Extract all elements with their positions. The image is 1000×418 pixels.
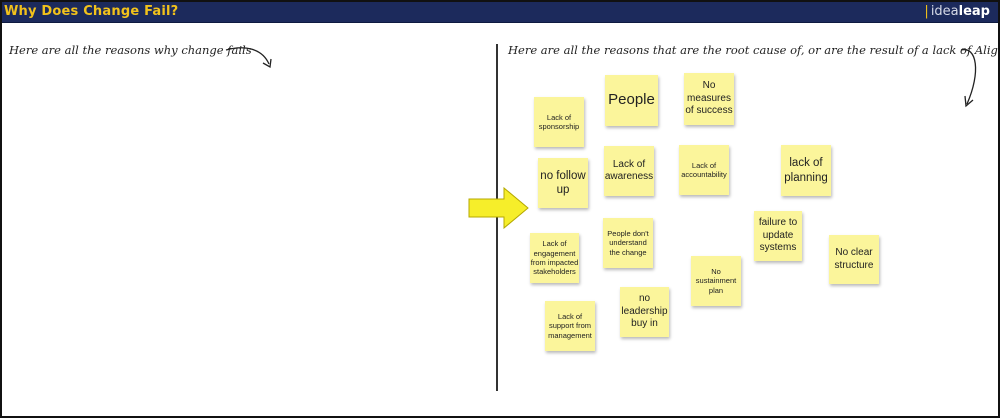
sticky-note[interactable]: failure to update systems bbox=[754, 211, 802, 261]
right-caption: Here are all the reasons that are the ro… bbox=[508, 43, 1000, 57]
sticky-note[interactable]: No measures of success bbox=[684, 73, 734, 125]
sticky-note[interactable]: People don't understand the change bbox=[603, 218, 653, 268]
sticky-note[interactable]: Lack of engagement from impacted stakeho… bbox=[530, 233, 579, 283]
sticky-note[interactable]: no follow up bbox=[538, 158, 588, 208]
curved-arrow-icon bbox=[225, 47, 272, 69]
sticky-note[interactable]: People bbox=[605, 75, 658, 126]
sticky-note[interactable]: lack of planning bbox=[781, 145, 831, 196]
sticky-note[interactable]: No clear structure bbox=[829, 235, 879, 284]
board-title: Why Does Change Fail? bbox=[4, 4, 179, 19]
left-caption: Here are all the reasons why change fail… bbox=[9, 43, 252, 57]
sticky-note[interactable]: No sustainment plan bbox=[691, 256, 741, 306]
arrow-right-icon bbox=[468, 187, 529, 229]
title-bar: Why Does Change Fail? |idealeap bbox=[2, 2, 998, 23]
sticky-note[interactable]: Lack of accountability bbox=[679, 145, 729, 195]
sticky-note[interactable]: Lack of awareness bbox=[604, 146, 654, 196]
brand-logo: |idealeap bbox=[924, 4, 990, 19]
curved-arrow-icon bbox=[960, 49, 977, 108]
sticky-note[interactable]: Lack of support from management bbox=[545, 301, 595, 351]
sticky-note[interactable]: Lack of sponsorship bbox=[534, 97, 584, 147]
sticky-note[interactable]: no leadership buy in bbox=[620, 287, 669, 337]
